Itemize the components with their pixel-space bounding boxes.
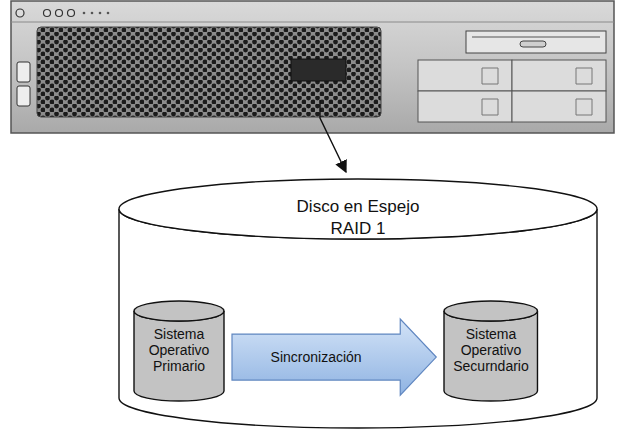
display-panel	[291, 59, 346, 81]
sync-arrow	[232, 319, 436, 395]
edge-label: Sincronización	[271, 349, 362, 365]
os-cylinder: Sistema Operativo Securndario	[443, 300, 538, 402]
optical-drive	[466, 31, 606, 53]
disk-cylinder: Disco en Espejo RAID 1 Sistema Operativo …	[118, 178, 598, 429]
os-label: Sistema Operativo Securndario	[453, 326, 528, 374]
server-chassis	[11, 1, 614, 133]
vent-grille	[37, 27, 381, 117]
pointer-arrow	[320, 100, 346, 172]
drive-bays	[418, 60, 606, 122]
os-label: Sistema Operativo Primario	[149, 326, 210, 374]
disk-label: Disco en Espejo RAID 1	[283, 196, 433, 240]
os-cylinder: Sistema Operativo Primario	[133, 300, 225, 402]
